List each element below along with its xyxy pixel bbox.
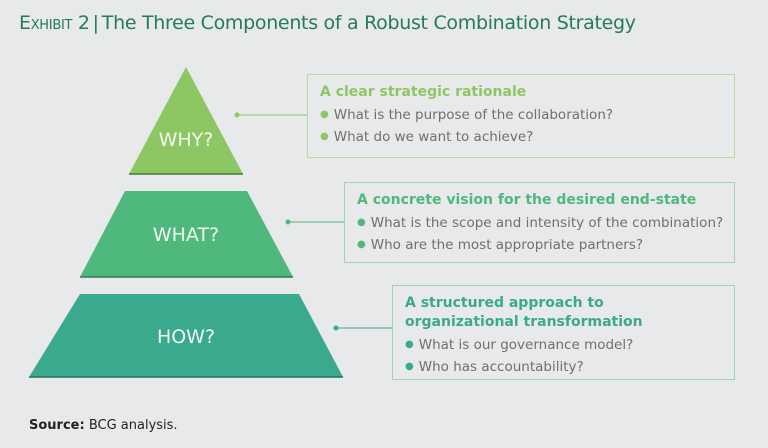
list-item: ●What is our governance model? — [405, 337, 634, 353]
label-how: HOW? — [157, 326, 215, 348]
exhibit-title: Exhibit 2|The Three Components of a Robu… — [19, 12, 636, 34]
callout-what: A concrete vision for the desired end-st… — [344, 182, 735, 263]
list-item: ●What is the purpose of the collaboratio… — [320, 107, 614, 123]
source-text: BCG analysis. — [88, 418, 178, 433]
callout-how: A structured approach to organizational … — [392, 285, 735, 380]
callout-why-heading: A clear strategic rationale — [320, 84, 527, 100]
title-text: The Three Components of a Robust Combina… — [101, 12, 636, 34]
exhibit-number: Exhibit 2 — [19, 12, 90, 34]
list-item: ●Who are the most appropriate partners? — [357, 237, 644, 253]
callout-why: A clear strategic rationale ●What is the… — [307, 74, 735, 158]
list-item: ●What do we want to achieve? — [320, 129, 534, 145]
pyramid-what — [80, 191, 293, 277]
title-separator: | — [92, 12, 99, 34]
source-note: Source: BCG analysis. — [29, 418, 178, 433]
label-what: WHAT? — [153, 224, 219, 246]
label-why: WHY? — [159, 129, 214, 151]
pyramid-why — [129, 67, 243, 174]
pyramid-how — [29, 294, 343, 377]
callout-how-heading: A structured approach to organizational … — [405, 295, 643, 330]
list-item: ●What is the scope and intensity of the … — [357, 215, 724, 231]
list-item: ●Who has accountability? — [405, 359, 584, 375]
callout-what-heading: A concrete vision for the desired end-st… — [357, 192, 697, 208]
source-label: Source: — [29, 418, 85, 433]
